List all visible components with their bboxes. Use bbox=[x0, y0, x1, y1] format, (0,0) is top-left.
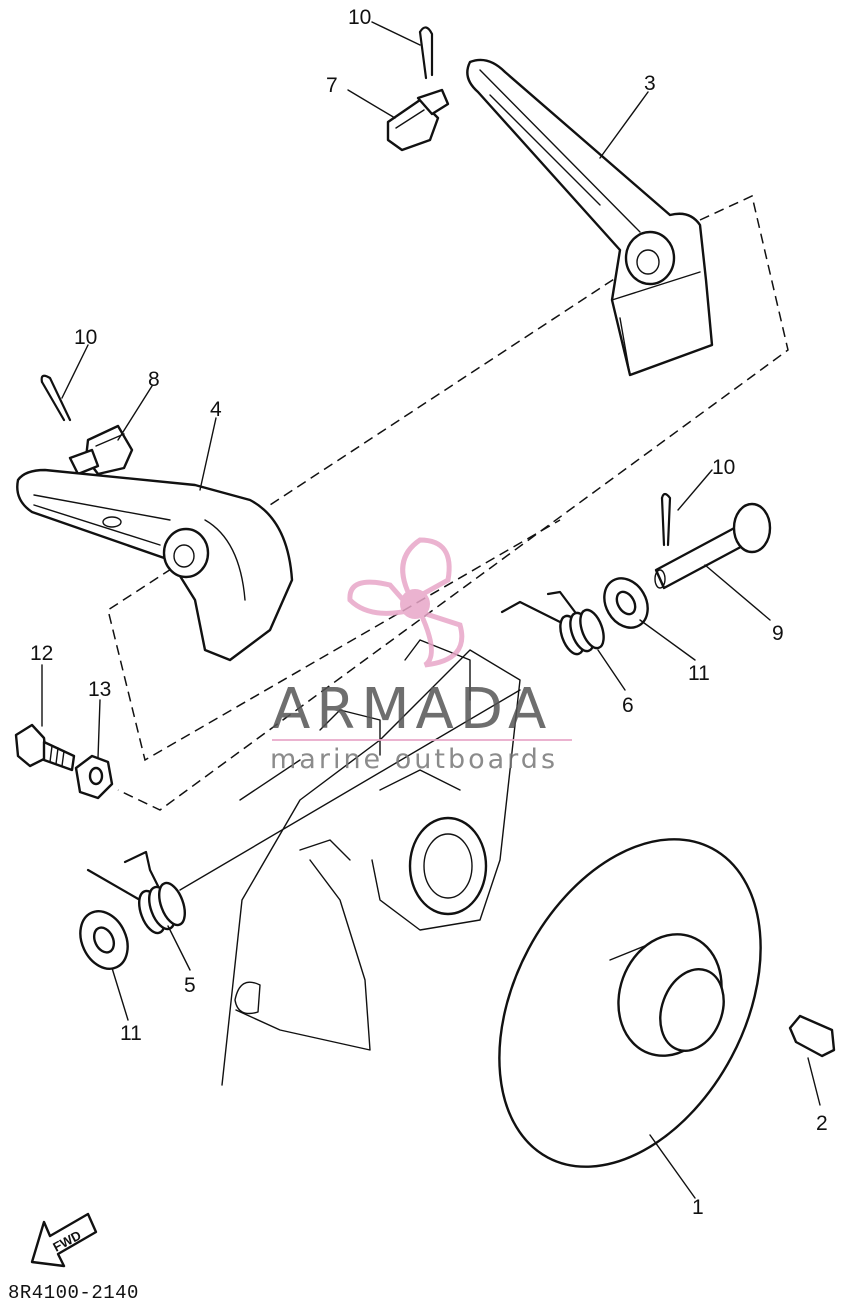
propeller-icon bbox=[347, 537, 465, 668]
part-3-lever-arm bbox=[466, 58, 714, 377]
callout-10-right: 10 bbox=[712, 456, 735, 479]
watermark-title: ARMADA bbox=[272, 677, 552, 742]
callout-2: 2 bbox=[816, 1112, 828, 1135]
part-12-bolt bbox=[14, 723, 76, 772]
fwd-arrow: FWD bbox=[30, 1212, 98, 1268]
assembly-guide-lines bbox=[107, 194, 789, 891]
part-10-cotter-pin-right bbox=[660, 492, 672, 547]
watermark: ARMADA marine outboards bbox=[270, 537, 572, 775]
part-7-clevis-pin bbox=[386, 88, 450, 152]
part-9-pin bbox=[654, 502, 772, 590]
part-10-cotter-pin-upper bbox=[418, 26, 434, 80]
drawing-code: 8R4100-2140 bbox=[8, 1282, 139, 1304]
part-11-washer-lower bbox=[79, 910, 129, 970]
part-8-clevis-pin bbox=[68, 424, 134, 476]
callout-10-upper: 10 bbox=[348, 6, 371, 29]
part-4-lever-arm bbox=[16, 468, 294, 662]
part-10-cotter-pin-left bbox=[40, 374, 72, 422]
leader-lines bbox=[41, 21, 821, 1199]
callout-4: 4 bbox=[210, 398, 222, 421]
callout-11-lower: 11 bbox=[120, 1022, 142, 1045]
callout-1: 1 bbox=[692, 1196, 704, 1219]
callout-5: 5 bbox=[184, 974, 196, 997]
callout-11-upper: 11 bbox=[688, 662, 710, 685]
callout-6: 6 bbox=[622, 694, 634, 717]
part-6-torsion-spring bbox=[500, 590, 605, 656]
callout-labels: 10 7 3 10 8 4 10 9 6 11 12 13 5 11 1 2 bbox=[30, 6, 828, 1219]
watermark-subtitle: marine outboards bbox=[270, 744, 558, 775]
callout-8: 8 bbox=[148, 368, 160, 391]
part-11-washer-upper bbox=[603, 577, 649, 629]
callout-10-left: 10 bbox=[74, 326, 97, 349]
callout-7: 7 bbox=[326, 74, 338, 97]
callout-9: 9 bbox=[772, 622, 784, 645]
housing-bracket bbox=[221, 639, 521, 1086]
callout-3: 3 bbox=[644, 72, 656, 95]
part-13-nut bbox=[74, 754, 114, 800]
callout-13: 13 bbox=[88, 678, 111, 701]
callout-12: 12 bbox=[30, 642, 53, 665]
part-2-key bbox=[788, 1014, 836, 1058]
part-1-clutch-disc bbox=[498, 838, 762, 1168]
